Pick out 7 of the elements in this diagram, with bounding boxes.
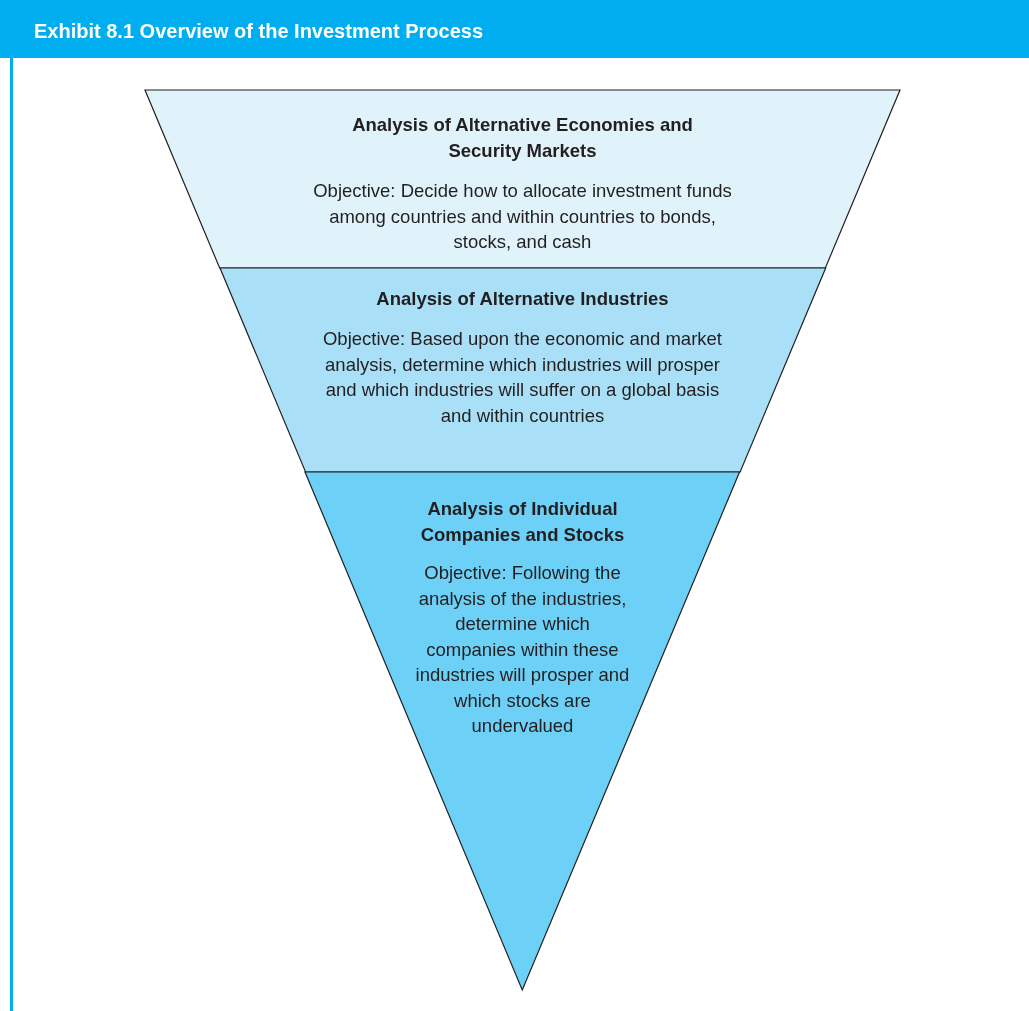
- objective-text: Objective: Decide how to allocate investment funds among countries and within countries to bonds, stocks, and cash: [312, 179, 733, 254]
- band-heading: Analysis of Alternative Industries: [375, 287, 670, 311]
- objective-text: Objective: Following the analysis of the industries, determine which companies within these industries will prosper and which stocks are undervalued: [415, 561, 630, 738]
- band-heading: Analysis of Individual Companies and Stocks: [419, 497, 626, 547]
- objective-text: Objective: Based upon the economic and market analysis, determine which industries will prosper and which industries will suffer on a global basis and within countries: [322, 327, 723, 428]
- band-heading: Analysis of Alternative Economies and Security Markets: [351, 113, 694, 163]
- exhibit-title: Exhibit 8.1 Overview of the Investment Process: [34, 20, 484, 43]
